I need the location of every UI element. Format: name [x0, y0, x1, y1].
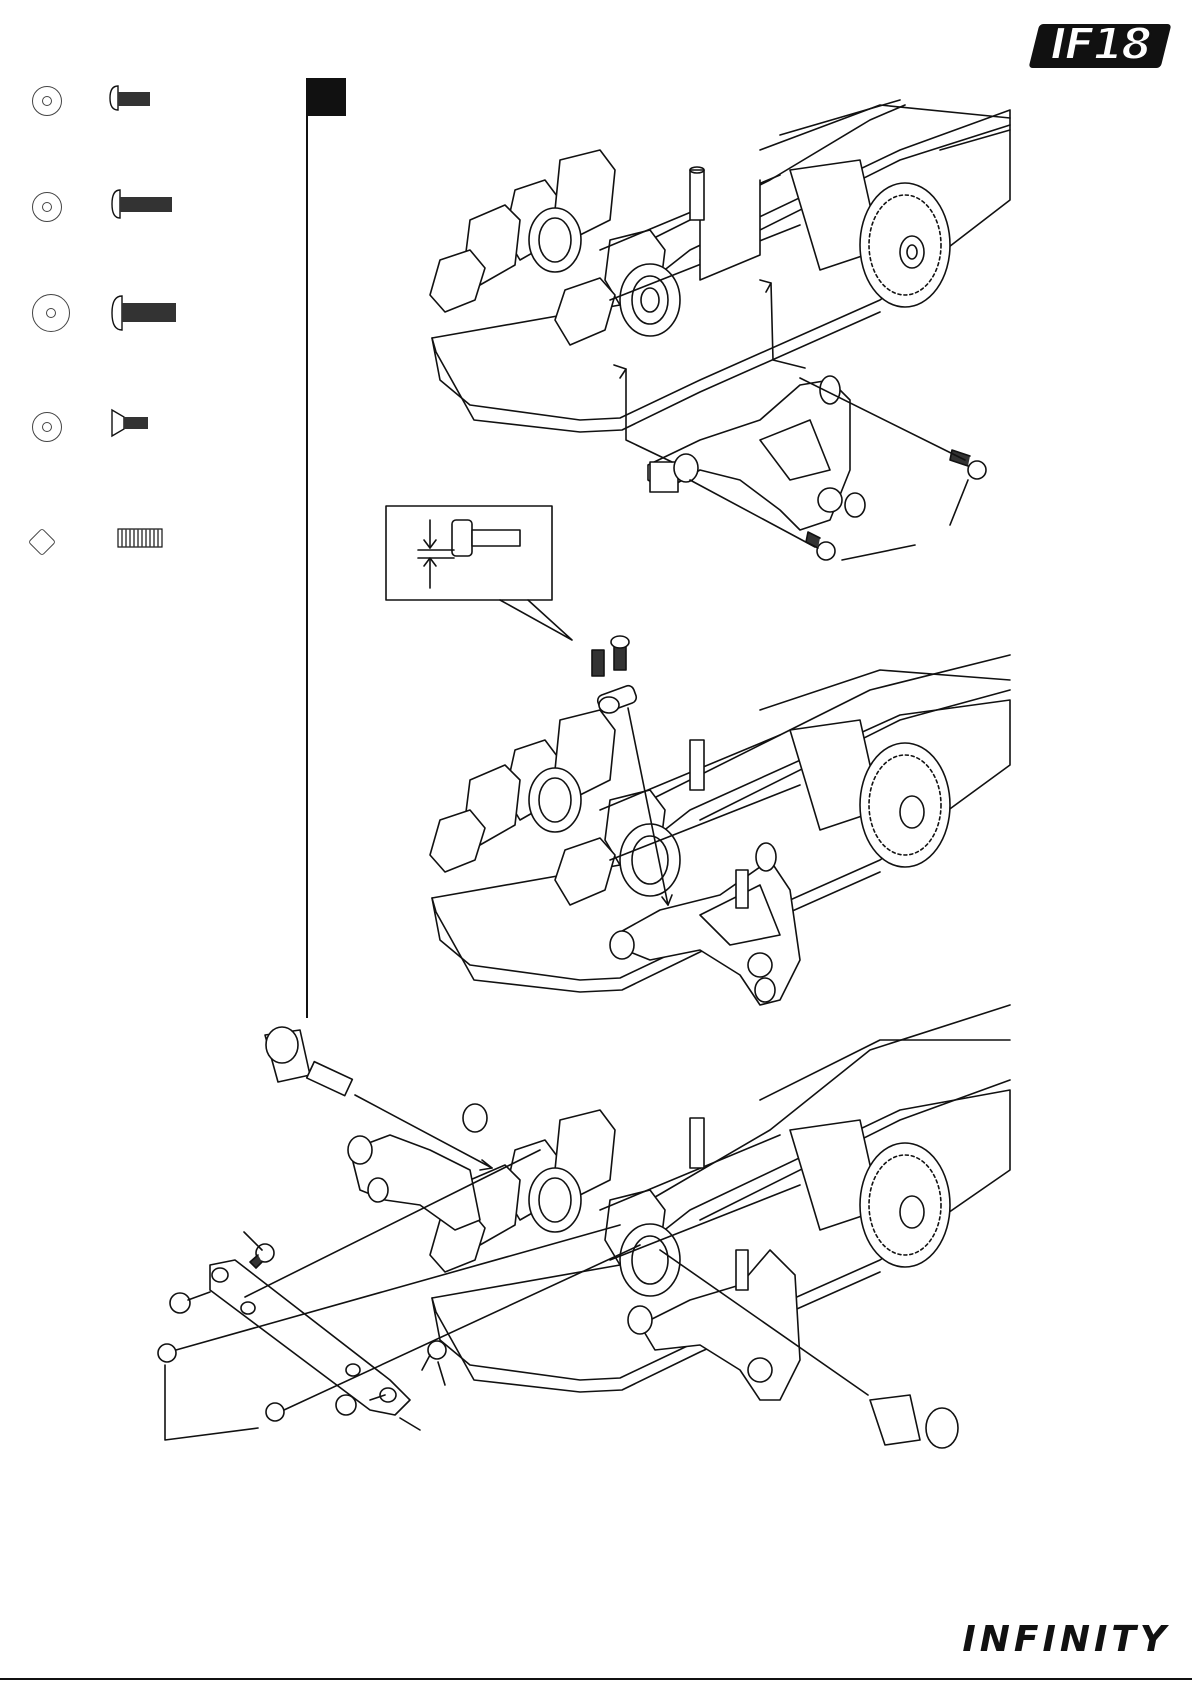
detail-inset	[386, 506, 572, 640]
chassis-assembly-middle	[430, 636, 1010, 1005]
infinity-logo: INFINITY	[900, 1620, 1170, 1660]
chassis-assembly-bottom	[158, 1005, 1010, 1448]
chassis-assembly-top	[430, 100, 1010, 560]
footer-divider	[0, 1678, 1192, 1680]
brand-text: INFINITY	[900, 1620, 1170, 1660]
